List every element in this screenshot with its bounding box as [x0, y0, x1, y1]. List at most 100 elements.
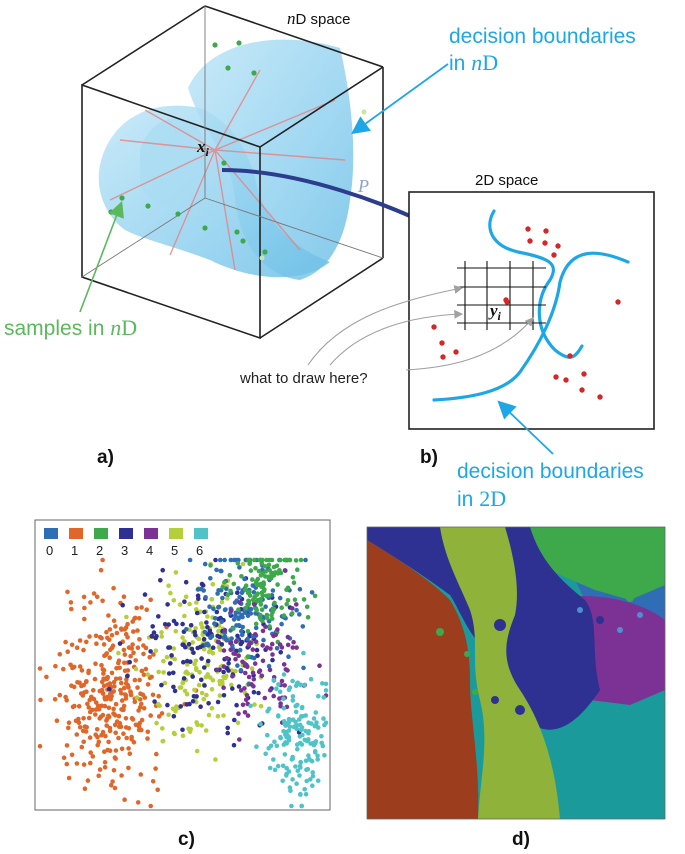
- scatter-point-class-2: [247, 561, 252, 566]
- scatter-point-class-1: [94, 594, 100, 600]
- scatter-point-class-5: [154, 720, 159, 726]
- scatter-point-class-4: [279, 645, 285, 650]
- scatter-point-class-0: [212, 621, 217, 626]
- scatter-point-class-6: [309, 721, 314, 726]
- scatter-point-class-1: [114, 630, 120, 636]
- scatter-point-class-5: [177, 685, 183, 690]
- scatter-point-class-3: [210, 645, 216, 650]
- scatter-point-class-1: [128, 654, 133, 659]
- scatter-point-class-0: [236, 586, 241, 591]
- scatter-point-class-6: [308, 777, 313, 782]
- scatter-point-class-6: [293, 709, 299, 715]
- projected-point: [504, 299, 510, 305]
- projection-label: P: [357, 176, 369, 196]
- scatter-point-class-1: [139, 717, 145, 723]
- scatter-point-class-1: [133, 658, 138, 663]
- scatter-point-class-1: [116, 735, 121, 741]
- scatter-point-class-3: [214, 609, 220, 615]
- scatter-point-class-0: [228, 557, 234, 563]
- scatter-point-class-0: [263, 604, 268, 609]
- scatter-point-class-5: [185, 662, 190, 667]
- scatter-point-class-2: [275, 582, 280, 587]
- scatter-point-class-1: [65, 589, 70, 595]
- scatter-point-class-6: [313, 739, 319, 744]
- scatter-point-class-1: [121, 731, 126, 736]
- scatter-point-class-3: [178, 704, 183, 709]
- scatter-point-class-6: [322, 753, 327, 758]
- map-speckles: [491, 616, 604, 715]
- scatter-point-class-1: [141, 643, 146, 648]
- scatter-point-class-1: [74, 761, 80, 766]
- scatter-point-class-1: [148, 597, 153, 603]
- scatter-point-class-1: [111, 680, 117, 685]
- scatter-point-class-4: [237, 600, 242, 605]
- scatter-point-class-2: [252, 557, 257, 563]
- scatter-point-class-1: [154, 751, 159, 757]
- map-speckles-blue: [577, 607, 643, 633]
- scatter-point-class-1: [69, 752, 75, 758]
- scatter-point-class-5: [249, 666, 255, 671]
- scatter-point-class-3: [225, 725, 230, 731]
- scatter-point-class-1: [108, 647, 113, 652]
- scatter-point-class-6: [258, 721, 263, 727]
- scatter-point-class-1: [73, 718, 79, 724]
- scatter-point-class-1: [90, 707, 95, 713]
- scatter-point-class-0: [211, 606, 216, 612]
- scatter-point-class-6: [310, 770, 316, 775]
- scatter-point-class-2: [258, 573, 264, 578]
- scatter-point-class-1: [110, 643, 116, 648]
- scatter-point-class-5: [209, 596, 215, 602]
- scatter-point-class-1: [109, 632, 115, 638]
- scatter-point-class-1: [100, 729, 106, 735]
- scatter-point-class-2: [266, 574, 271, 580]
- nd-cube-hidden-edges: [81, 6, 384, 278]
- scatter-point-class-4: [279, 678, 285, 684]
- scatter-point-class-6: [282, 752, 288, 757]
- scatter-point-class-1: [81, 762, 87, 767]
- scatter-point-class-2: [272, 600, 277, 606]
- nd-decision-surface-back: [188, 39, 354, 280]
- scatter-point-class-2: [266, 562, 272, 568]
- scatter-point-class-3: [165, 602, 170, 607]
- scatter-point-class-1: [65, 649, 70, 654]
- scatter-point-class-5: [194, 720, 199, 725]
- scatter-point-class-1: [77, 638, 83, 643]
- scatter-point-class-6: [286, 769, 292, 774]
- scatter-point-class-3: [239, 639, 245, 645]
- scatter-point-class-1: [93, 712, 98, 717]
- scatter-point-class-2: [257, 557, 263, 563]
- scatter-point-class-2: [301, 597, 307, 602]
- nd-boundary-intersections: [109, 69, 346, 271]
- scatter-point-class-1: [66, 725, 71, 731]
- scatter-point-class-1: [135, 685, 140, 690]
- scatter-point-class-1: [52, 697, 58, 702]
- scatter-point-class-4: [243, 670, 248, 676]
- scatter-point-class-2: [281, 613, 287, 618]
- scatter-point-class-6: [295, 746, 300, 752]
- scatter-point-class-1: [141, 672, 147, 677]
- scatter-point-class-1: [114, 719, 120, 724]
- scatter-point-class-2: [263, 569, 269, 574]
- scatter-point-class-6: [299, 742, 305, 747]
- scatter-point-class-5: [182, 688, 188, 694]
- scatter-point-class-2: [262, 564, 268, 569]
- scatter-point-class-0: [239, 632, 245, 638]
- scatter-point-class-6: [304, 767, 309, 772]
- scatter-point-class-4: [228, 647, 233, 652]
- scatter-point-class-5: [213, 757, 218, 762]
- scatter-point-class-5: [215, 713, 221, 719]
- scatter-point-class-3: [225, 730, 230, 736]
- scatter-point-class-2: [231, 581, 237, 587]
- scatter-point-class-2: [269, 616, 275, 621]
- scatter-point-class-1: [109, 670, 115, 676]
- scatter-point-class-1: [84, 689, 89, 694]
- scatter-point-class-0: [303, 557, 308, 563]
- scatter-point-class-2: [273, 570, 278, 575]
- scatter-point-class-5: [209, 705, 215, 711]
- scatter-point-class-6: [274, 686, 279, 691]
- scatter-point-class-4: [267, 687, 273, 693]
- scatter-point-class-1: [111, 706, 116, 712]
- scatter-point-class-3: [158, 578, 163, 583]
- scatter-point-class-1: [122, 797, 127, 802]
